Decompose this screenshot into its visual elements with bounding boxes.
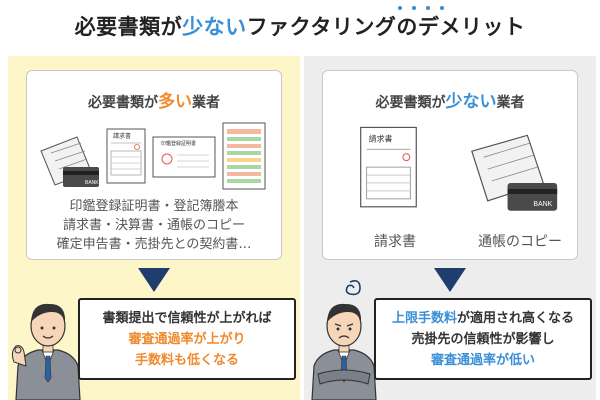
title-part1: 必要書類が — [74, 15, 183, 39]
label-invoice: 請求書 — [374, 234, 416, 250]
down-arrow-icon — [434, 268, 466, 292]
card-title-pre: 必要書類が — [88, 95, 158, 111]
bank-card-icon: BANK — [507, 182, 558, 211]
spreadsheet-icon — [222, 122, 266, 190]
speech-bubble: 上限手数料が適用され高くなる 売掛先の信頼性が影響し 審査通過率が低い — [374, 298, 592, 380]
panel-few-documents: 必要書類が少ない業者 請求書 BANK — [304, 56, 596, 400]
bubble-line-emphasis: 手数料も低くなる — [134, 353, 239, 368]
card-title: 必要書類が多い業者 — [27, 87, 281, 112]
bubble-line-emphasis: 審査通過率が上がり — [128, 332, 246, 347]
documents-illustration: BANK 請求書 印鑑登録証明書 — [40, 122, 266, 190]
svg-text:請求書: 請求書 — [369, 133, 393, 143]
svg-text:BANK: BANK — [533, 201, 552, 208]
businessman-ok-icon — [11, 303, 81, 400]
doc-line: 請求書・決算書・通帳のコピー — [62, 218, 245, 233]
page-title: 必要書類が少ないファクタリングのデメリット — [0, 0, 600, 52]
title-part2: ファクタリングのデメリット — [246, 15, 526, 39]
card-few-documents: 必要書類が少ない業者 請求書 BANK — [322, 70, 578, 260]
doc-line: 印鑑登録証明書・登記簿謄本 — [69, 199, 239, 214]
card-title-accent: 少ない — [445, 92, 497, 112]
bubble-line-emphasis: 審査通過率が低い — [430, 353, 535, 368]
bubble-line: 売掛先の信頼性が影響し — [411, 332, 555, 347]
card-many-documents: 必要書類が多い業者 BANK 請求書 — [26, 70, 282, 260]
documents-illustration: 請求書 BANK — [360, 126, 558, 211]
card-title-post: 業者 — [496, 95, 525, 111]
svg-text:印鑑登録証明書: 印鑑登録証明書 — [161, 140, 196, 147]
bubble-line-emphasis: 上限手数料 — [391, 311, 457, 326]
card-title: 必要書類が少ない業者 — [323, 87, 577, 112]
seal-certificate-icon: 印鑑登録証明書 — [152, 136, 216, 178]
panel-many-documents: 必要書類が多い業者 BANK 請求書 — [8, 56, 300, 400]
title-accent: 少ない — [182, 15, 247, 39]
bank-card-icon: BANK — [63, 167, 99, 187]
businessman-worried-icon — [311, 280, 377, 400]
required-documents-list: 印鑑登録証明書・登記簿謄本 請求書・決算書・通帳のコピー 確定申告書・売掛先との… — [27, 197, 281, 254]
speech-bubble: 書類提出で信頼性が上がれば 審査通過率が上がり 手数料も低くなる — [78, 298, 296, 380]
doc-line: 確定申告書・売掛先との契約書… — [56, 237, 252, 252]
card-title-accent: 多い — [158, 92, 192, 112]
svg-text:請求書: 請求書 — [113, 132, 131, 140]
card-title-pre: 必要書類が — [375, 95, 446, 111]
down-arrow-icon — [138, 268, 170, 292]
invoice-icon: 請求書 — [106, 128, 146, 184]
invoice-icon: 請求書 — [360, 126, 417, 208]
emphasis-dots — [398, 6, 444, 10]
bubble-line: が適用され高くなる — [457, 311, 575, 326]
svg-text:BANK: BANK — [85, 180, 99, 186]
bubble-line: 書類提出で信頼性が上がれば — [102, 311, 272, 326]
label-passbook-copy: 通帳のコピー — [478, 234, 562, 250]
card-title-post: 業者 — [192, 95, 220, 111]
